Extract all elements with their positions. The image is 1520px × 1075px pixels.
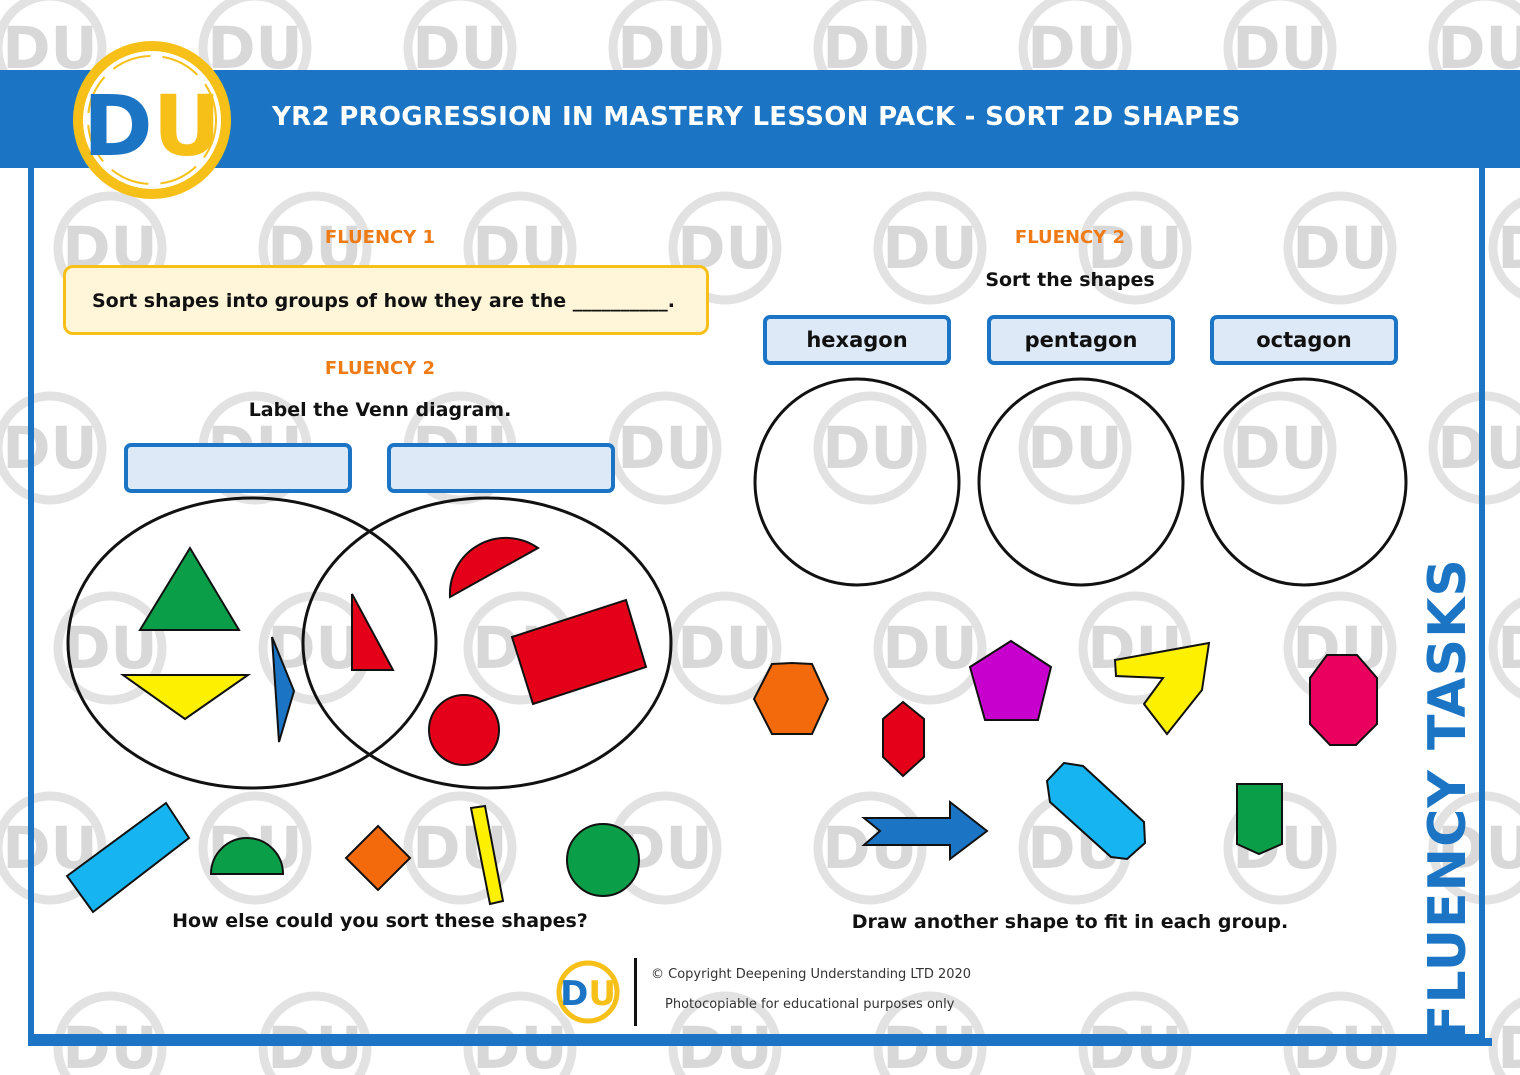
watermark-ring [1078, 191, 1192, 305]
watermark-ring [668, 591, 782, 705]
venn-diagram [65, 496, 673, 914]
watermark-logo: DU [1497, 1014, 1520, 1075]
footer-note: Photocopiable for educational purposes o… [665, 997, 955, 1012]
blue-arrow [861, 799, 989, 862]
watermark-ring [1428, 391, 1520, 505]
watermark-ring [403, 791, 517, 905]
svg-text:DU: DU [560, 974, 616, 1014]
red-rectangle [510, 598, 648, 706]
watermark-ring [53, 991, 167, 1075]
venn-label-box-left[interactable] [124, 443, 352, 493]
watermark-logo: DU [1497, 614, 1520, 682]
green-semicircle [209, 837, 285, 875]
pink-octagon [1309, 654, 1378, 746]
sort-circle-pentagon [977, 377, 1185, 587]
watermark-ring [1428, 791, 1520, 905]
venn-circle-left [66, 496, 438, 790]
watermark-ring [1283, 191, 1397, 305]
sort-circle-hexagon [753, 377, 961, 587]
draw-instruction: Draw another shape to fit in each group. [851, 911, 1289, 933]
watermark-ring [1488, 197, 1520, 299]
fluency2-heading-right: FLUENCY 2 [1014, 227, 1126, 248]
blue-rectangle [65, 801, 191, 914]
blue-triangle [271, 636, 296, 743]
sort-question: How else could you sort these shapes? [172, 910, 588, 932]
green-triangle [138, 546, 241, 631]
watermark-ring [53, 591, 167, 705]
fluency-tasks-side-label: FLUENCY TASKS [1418, 558, 1478, 1040]
watermark-logo: DU [1027, 414, 1122, 482]
watermark-logo: DU [2, 414, 97, 482]
watermark-ring [258, 991, 372, 1075]
group-label-hexagon: hexagon [763, 315, 951, 365]
watermark-logo: DU [1497, 214, 1520, 282]
watermark-logo: DU [1437, 814, 1520, 882]
watermark-ring [0, 391, 107, 505]
green-circle [566, 823, 640, 897]
footer-logo: DU [555, 959, 621, 1025]
watermark-ring [1078, 991, 1192, 1075]
blue-octagon-elongated [1045, 761, 1147, 861]
red-right-triangle [351, 593, 395, 671]
venn-label-box-right[interactable] [387, 443, 615, 493]
red-hexagon [882, 700, 925, 778]
watermark-ring [813, 391, 927, 505]
watermark-logo: DU [677, 614, 772, 682]
bottom-bar [28, 1038, 1492, 1046]
watermark-logo: DU [882, 214, 977, 282]
group-label-pentagon: pentagon [987, 315, 1175, 365]
watermark-ring [668, 191, 782, 305]
venn-circle-right [301, 496, 673, 790]
watermark-logo: DU [1437, 414, 1520, 482]
yellow-thin-rectangle [469, 804, 505, 906]
watermark-ring [1223, 391, 1337, 505]
fluency1-prompt: Sort shapes into groups of how they are … [92, 290, 675, 312]
group-label-octagon: octagon [1210, 315, 1398, 365]
watermark-ring [1283, 991, 1397, 1075]
watermark-logo: DU [822, 414, 917, 482]
watermark-ring [668, 991, 782, 1075]
fluency2-heading-left: FLUENCY 2 [324, 358, 436, 379]
du-logo: DU [73, 41, 231, 199]
watermark-ring [813, 791, 927, 905]
fluency1-heading: FLUENCY 1 [324, 227, 436, 248]
watermark-ring [1488, 997, 1520, 1075]
fluency1-prompt-box [63, 265, 709, 335]
logo-text: DU [83, 77, 221, 175]
purple-pentagon [968, 639, 1053, 721]
watermark-logo: DU [1232, 414, 1327, 482]
red-semicircle [448, 536, 540, 599]
page-title: YR2 PROGRESSION IN MASTERY LESSON PACK -… [272, 102, 1241, 132]
watermark-logo: DU [617, 414, 712, 482]
yellow-triangle [119, 674, 252, 721]
watermark-ring [873, 191, 987, 305]
red-circle [428, 694, 500, 766]
sorting-area [752, 377, 1408, 862]
watermark-ring [873, 591, 987, 705]
footer-divider [634, 958, 637, 1026]
sort-circle-octagon [1200, 377, 1408, 587]
footer-copyright: © Copyright Deepening Understanding LTD … [651, 967, 972, 982]
watermark-ring [463, 991, 577, 1075]
watermark-logo: DU [882, 614, 977, 682]
watermark-ring [1488, 597, 1520, 699]
watermark-ring [0, 791, 107, 905]
orange-square [344, 824, 412, 892]
green-pentagon [1236, 783, 1283, 856]
watermark-ring [1018, 391, 1132, 505]
watermark-ring [198, 791, 312, 905]
watermark-ring [873, 991, 987, 1075]
watermark-logo: DU [1087, 214, 1182, 282]
orange-hexagon [752, 661, 830, 735]
page-frame [28, 160, 1485, 1040]
watermark-logo: DU [1292, 214, 1387, 282]
sort-prompt: Sort the shapes [985, 269, 1155, 291]
yellow-concave-shape [1113, 641, 1211, 736]
header-bar [0, 70, 1520, 168]
venn-prompt: Label the Venn diagram. [248, 399, 512, 421]
